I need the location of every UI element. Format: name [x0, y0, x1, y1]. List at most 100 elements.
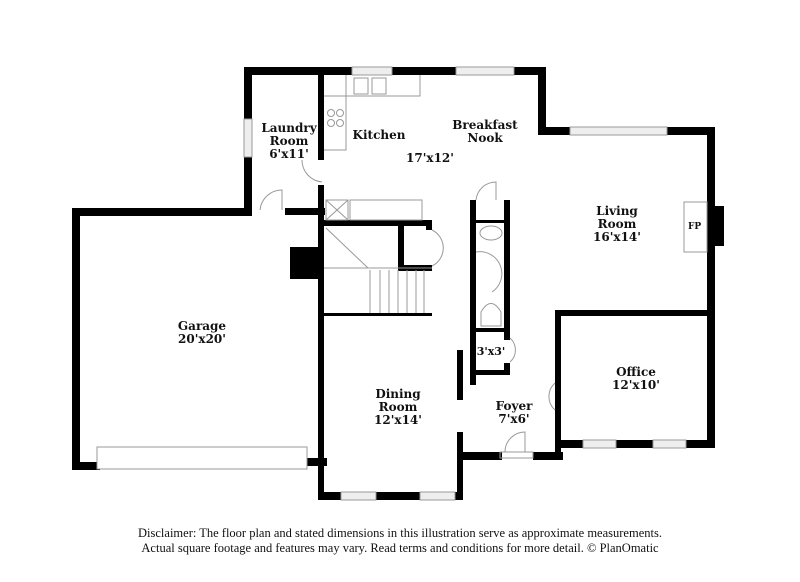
window-nook [455, 66, 515, 76]
fireplace [683, 201, 708, 253]
windows [96, 66, 687, 501]
room-dimensions: 6'x11' [269, 147, 309, 161]
wall-powder-sink-top [476, 220, 504, 223]
wall-powder-right-top [504, 200, 510, 250]
wall-nook-right-step [538, 67, 546, 133]
label-laundry-room: Laundry Room 6'x11' [261, 122, 316, 161]
burner [327, 109, 335, 117]
label-dining-room: Dining Room 12'x14' [374, 388, 422, 427]
wall-office-left [555, 310, 561, 460]
label-garage: Garage 20'x20' [178, 320, 226, 346]
label-breakfast-nook: Breakfast Nook [452, 119, 517, 145]
sink-basin-right [371, 77, 387, 95]
pantry-x [325, 199, 349, 221]
room-name: Breakfast [452, 118, 518, 132]
window-living [569, 126, 668, 136]
wall-foyer-bottom-left [457, 452, 502, 460]
wall-stair-bottom [324, 313, 432, 316]
door-swing-closet33 [509, 337, 516, 363]
wall-garage-top-left [72, 208, 252, 216]
wall-powder-right [504, 250, 510, 340]
stair-rail [325, 227, 369, 269]
room-dimensions: 12'x14' [374, 413, 422, 427]
room-name: Dining [375, 387, 421, 401]
room-dimensions: 17'x12' [406, 151, 454, 165]
pantry-box [325, 199, 349, 221]
wall-closet-left [398, 220, 404, 270]
door-swing-powder [475, 181, 497, 201]
sink-basin-left [353, 77, 369, 95]
room-name: Garage [177, 319, 227, 333]
label-closet: 3'x3' [477, 345, 506, 358]
wall-foyer-bottom-right [533, 452, 563, 460]
disclaimer-line-1: Disclaimer: The floor plan and stated di… [138, 526, 662, 540]
room-dimensions: 20'x20' [178, 332, 226, 346]
room-name: Nook [467, 131, 503, 145]
counter-lower [349, 199, 423, 221]
door-swing-garage [259, 189, 283, 211]
label-kitchen: Kitchen [353, 129, 406, 142]
room-dimensions: 16'x14' [593, 230, 641, 244]
wall-living-right [707, 127, 715, 447]
toilet [480, 303, 502, 327]
wall-dining-bottom [318, 492, 463, 500]
room-name: Room [378, 400, 418, 414]
wall-garage-bottom-right [307, 458, 327, 466]
fireplace-bump [707, 206, 724, 246]
wall-top [244, 67, 546, 75]
door-swing-closet [431, 229, 444, 267]
room-dimensions: 3'x3' [476, 345, 506, 358]
wall-office-top [555, 310, 715, 316]
room-name: Room [269, 134, 309, 148]
wall-powder-left [470, 200, 476, 385]
wall-closet33-right [504, 363, 510, 375]
wall-closet-right-top [426, 220, 432, 230]
wall-office-bottom [555, 440, 715, 448]
window-dining-2 [419, 491, 456, 501]
front-door-threshold [499, 451, 534, 459]
wall-garage-left [72, 208, 80, 470]
room-name: Laundry [261, 121, 317, 135]
wall-dining-right-lower [457, 432, 463, 500]
kitchen-counter-top [345, 75, 421, 97]
wall-garage-bottom-left [72, 462, 100, 470]
burner [327, 119, 335, 127]
room-name: Room [597, 217, 637, 231]
wall-closet33-bottom [476, 370, 510, 375]
fireplace-label: FP [688, 222, 702, 232]
kitchen-counter-side [324, 95, 347, 151]
sink [479, 225, 503, 241]
wall-garage-top-right [285, 208, 325, 215]
room-name: Kitchen [352, 128, 406, 142]
window-laundry [243, 118, 253, 158]
door-swing-laundry [301, 159, 323, 183]
room-name: Office [616, 365, 656, 379]
disclaimer: Disclaimer: The floor plan and stated di… [0, 526, 800, 556]
wall-garage-dining [318, 185, 324, 500]
garage-door [96, 446, 308, 470]
wall-closet33-top [476, 328, 510, 332]
fixtures [259, 75, 708, 459]
window-dining-1 [340, 491, 377, 501]
burner [336, 119, 344, 127]
wall-stair-top [324, 220, 432, 226]
label-foyer: Foyer 7'x6' [496, 400, 533, 426]
wall-dining-foyer-stub [457, 350, 463, 400]
burner [336, 109, 344, 117]
window-kitchen [351, 66, 393, 76]
room-dimensions: 12'x10' [612, 378, 660, 392]
disclaimer-line-2: Actual square footage and features may v… [141, 541, 659, 555]
door-swing-office [548, 382, 556, 411]
label-living-room: Living Room 16'x14' [593, 205, 641, 244]
room-name: Living [596, 204, 638, 218]
label-kitchen-dimensions: 17'x12' [406, 152, 454, 165]
window-office-2 [652, 439, 687, 449]
room-name: Foyer [495, 399, 533, 413]
door-swing-front [504, 431, 526, 453]
label-office: Office 12'x10' [612, 366, 660, 392]
chimney-block [290, 247, 320, 279]
room-dimensions: 7'x6' [498, 412, 530, 426]
window-office-1 [582, 439, 617, 449]
door-swing-toilet [475, 251, 503, 293]
